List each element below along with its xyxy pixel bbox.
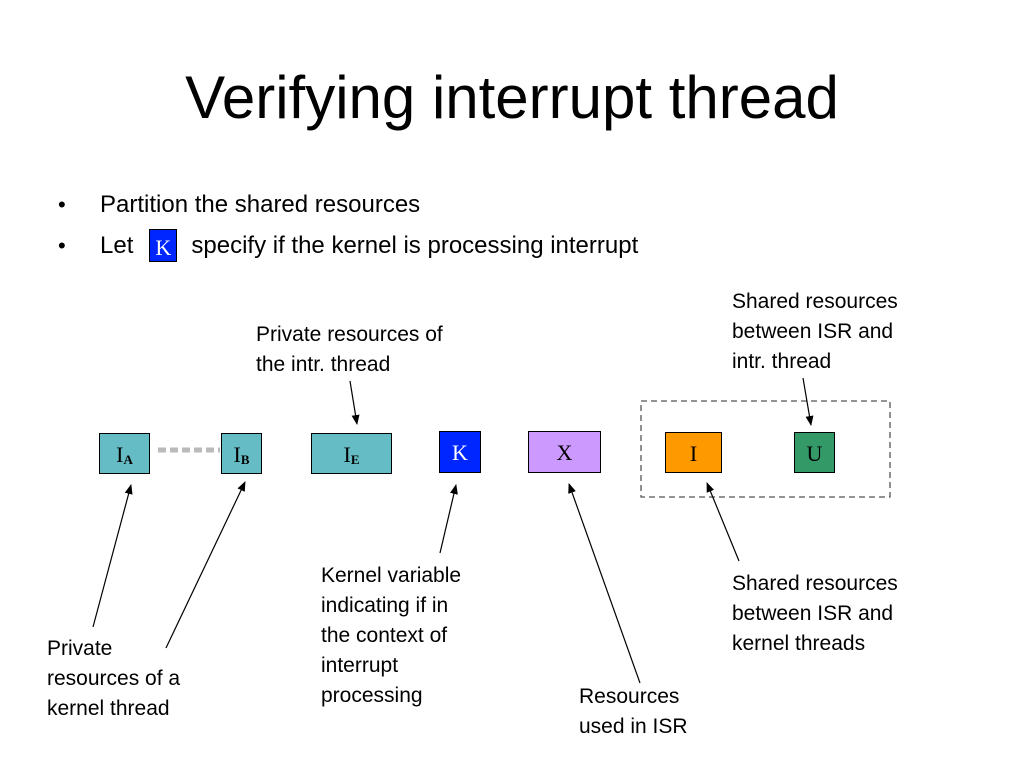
bullet-text-after: specify if the kernel is processing inte… bbox=[191, 232, 639, 259]
label-kernel-variable: Kernel variable indicating if in the con… bbox=[321, 564, 462, 707]
label-shared-isr-intr-thread: Shared resources between ISR and intr. t… bbox=[732, 290, 898, 373]
box-label: U bbox=[806, 441, 823, 466]
resource-box-i: I bbox=[665, 432, 722, 473]
resource-box-k: K bbox=[439, 431, 481, 473]
label-private-kernel-thread: Private resources of a kernel thread bbox=[47, 637, 181, 720]
box-label: I bbox=[689, 441, 698, 466]
bullet-item-let-k: • Let K specify if the kernel is process… bbox=[58, 225, 638, 266]
bullet-list: • Partition the shared resources • Let K… bbox=[58, 184, 638, 266]
resource-box-ia: IA bbox=[99, 433, 150, 474]
box-label: I bbox=[116, 442, 124, 467]
label-shared-isr-kernel-threads: Shared resources between ISR and kernel … bbox=[732, 572, 898, 655]
bullet-item-partition: • Partition the shared resources bbox=[58, 184, 638, 225]
bullet-glyph: • bbox=[58, 192, 66, 217]
arrow-to-ia bbox=[92, 484, 133, 628]
arrow-to-u bbox=[802, 377, 814, 426]
slide-title: Verifying interrupt thread bbox=[185, 64, 839, 131]
inline-k-box: K bbox=[149, 229, 178, 262]
box-label: K bbox=[452, 440, 468, 465]
arrow-to-i bbox=[706, 482, 740, 562]
label-private-intr-thread: Private resources of the intr. thread bbox=[256, 323, 443, 376]
box-subscript: A bbox=[123, 452, 133, 467]
box-subscript: E bbox=[350, 452, 360, 467]
resource-box-u: U bbox=[794, 432, 835, 473]
arrow-to-x bbox=[568, 483, 641, 684]
arrow-to-k bbox=[439, 484, 458, 554]
arrow-to-ie bbox=[349, 380, 360, 425]
label-resources-used-in-isr: Resources used in ISR bbox=[579, 685, 688, 738]
resource-box-ib: IB bbox=[221, 433, 262, 474]
bullet-text-before: Let bbox=[100, 232, 134, 259]
arrow-to-ib bbox=[165, 481, 246, 649]
box-subscript: B bbox=[240, 452, 250, 467]
box-label: I bbox=[343, 442, 351, 467]
bullet-text: Partition the shared resources bbox=[100, 191, 421, 218]
box-label: I bbox=[233, 442, 241, 467]
resource-box-x: X bbox=[528, 431, 601, 473]
shared-resources-group-outline bbox=[640, 400, 891, 498]
resource-box-ie: IE bbox=[311, 433, 392, 474]
box-label: X bbox=[556, 440, 573, 465]
bullet-glyph: • bbox=[58, 233, 66, 258]
